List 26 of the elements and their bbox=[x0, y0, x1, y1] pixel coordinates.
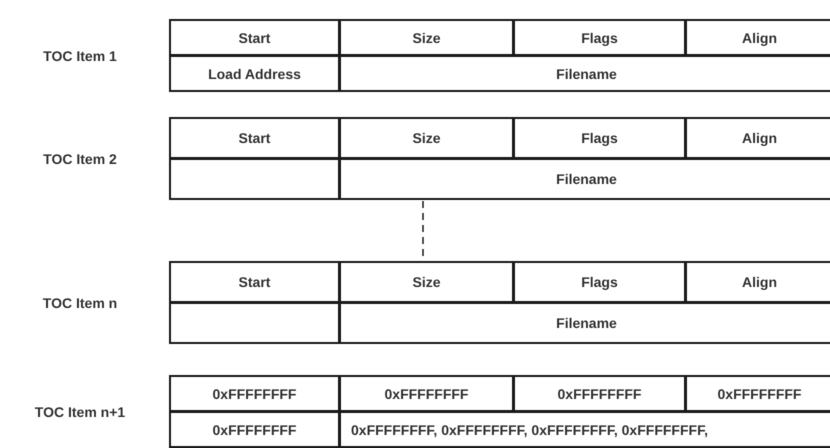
table-cell: Load Address bbox=[169, 55, 340, 92]
row-heading: TOC Item n+1 bbox=[34, 404, 126, 420]
table-cell: Size bbox=[339, 19, 514, 56]
row-heading: TOC Item 1 bbox=[43, 48, 117, 64]
table-cell: 0xFFFFFFFF, 0xFFFFFFFF, 0xFFFFFFFF, 0xFFFFFFFF, bbox=[339, 411, 830, 448]
table-cell: Start bbox=[169, 117, 340, 159]
table-cell: Start bbox=[169, 261, 340, 303]
table-cell: 0xFFFFFFFF bbox=[169, 411, 340, 448]
table-cell: Filename bbox=[339, 55, 830, 92]
table-cell: Filename bbox=[339, 158, 830, 200]
row-heading: TOC Item 2 bbox=[43, 151, 117, 167]
table-cell: 0xFFFFFFFF bbox=[339, 375, 514, 412]
table-cell: Start bbox=[169, 19, 340, 56]
table-cell: Flags bbox=[513, 117, 686, 159]
row-heading: TOC Item n bbox=[42, 295, 118, 311]
table-cell: Size bbox=[339, 117, 514, 159]
table-cell: Align bbox=[685, 19, 830, 56]
table-cell: 0xFFFFFFFF bbox=[513, 375, 686, 412]
table-cell: Size bbox=[339, 261, 514, 303]
table-cell: Filename bbox=[339, 302, 830, 344]
table-cell: Flags bbox=[513, 261, 686, 303]
table-cell: Flags bbox=[513, 19, 686, 56]
table-cell: Align bbox=[685, 117, 830, 159]
table-cell: Align bbox=[685, 261, 830, 303]
table-cell: 0xFFFFFFFF bbox=[685, 375, 830, 412]
table-cell: 0xFFFFFFFF bbox=[169, 375, 340, 412]
